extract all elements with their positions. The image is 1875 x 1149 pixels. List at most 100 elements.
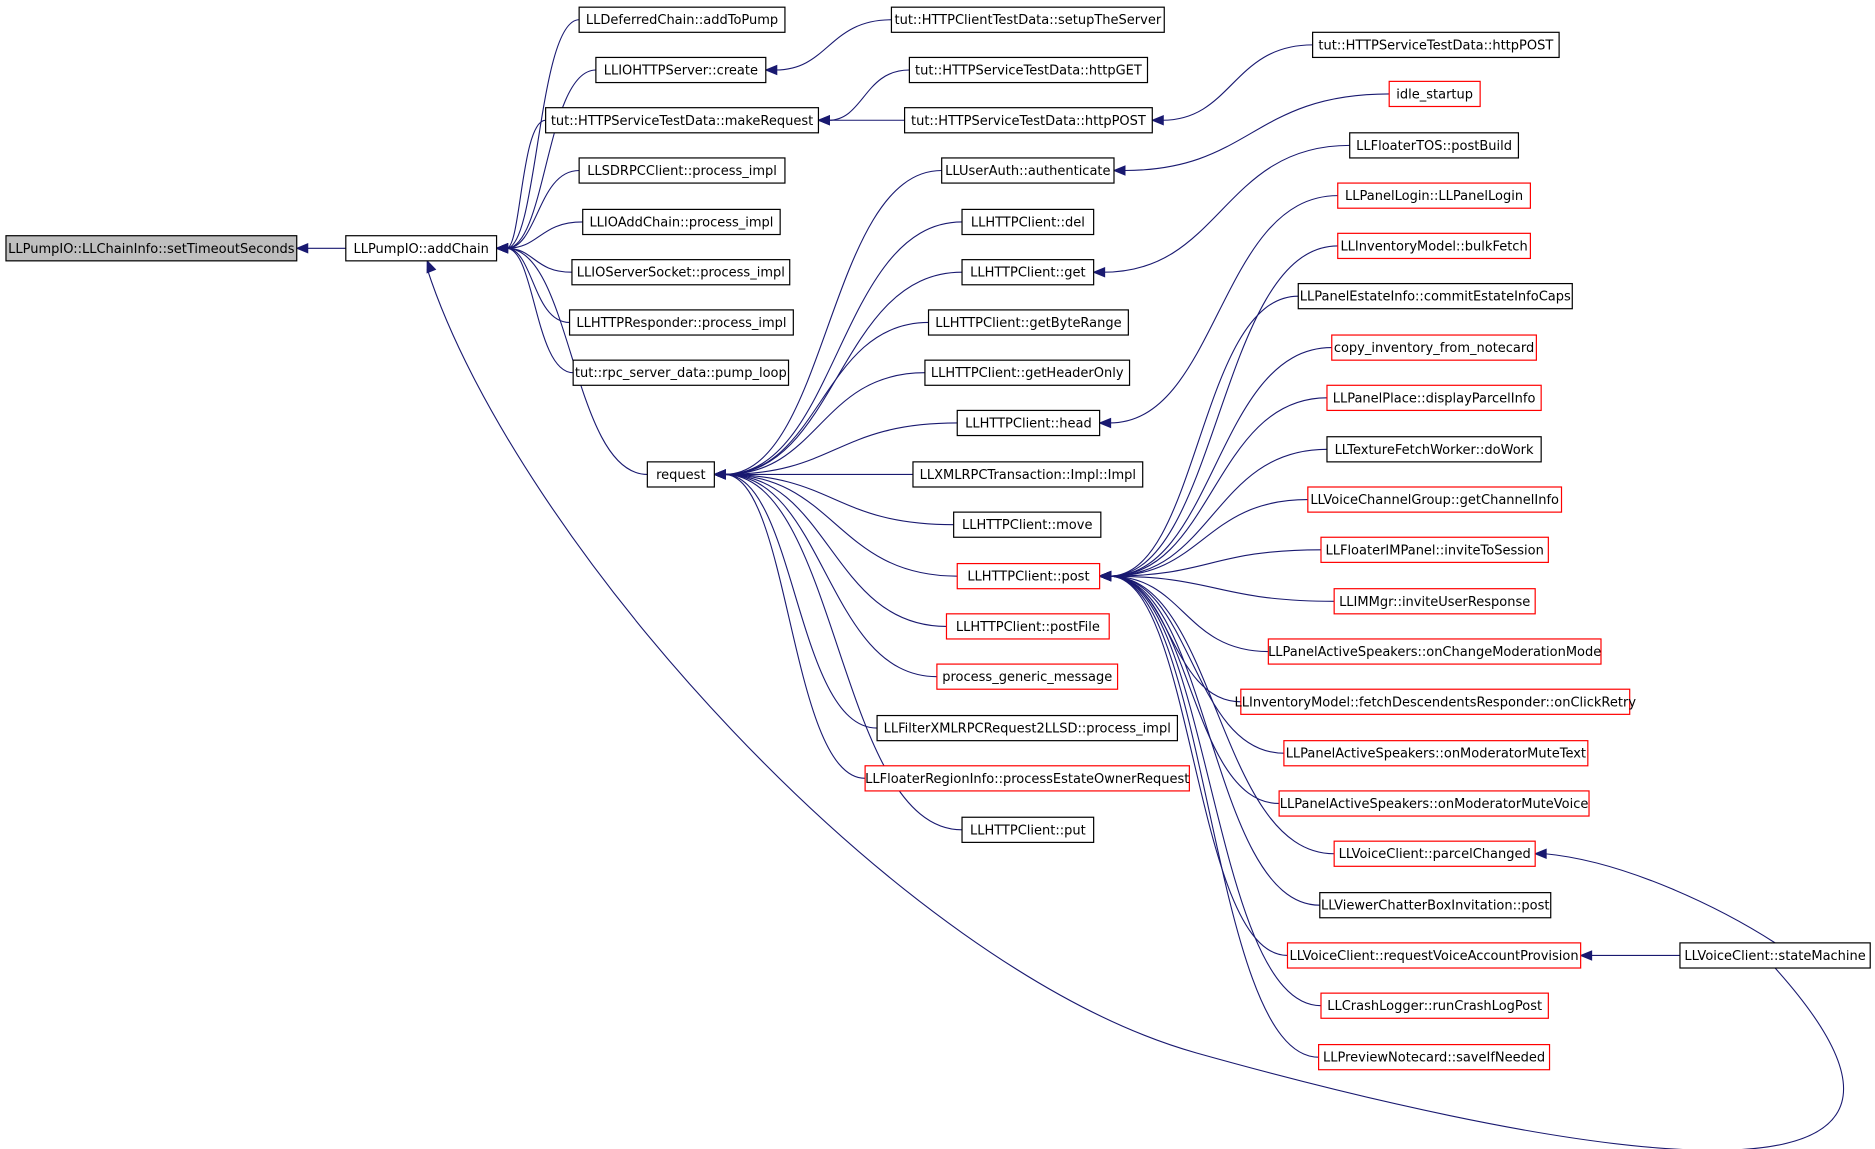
graph-node-httpresp[interactable]: LLHTTPResponder::process_impl xyxy=(568,309,794,336)
call-edge xyxy=(506,247,574,374)
graph-node-statemachine[interactable]: LLVoiceClient::stateMachine xyxy=(1679,942,1871,969)
call-edge xyxy=(1109,575,1288,956)
node-box xyxy=(908,56,1149,84)
node-box xyxy=(578,157,786,184)
call-edge xyxy=(724,473,963,831)
graph-node-head[interactable]: LLHTTPClient::head xyxy=(956,409,1101,437)
graph-node-estateowner[interactable]: LLFloaterRegionInfo::processEstateOwnerR… xyxy=(864,765,1190,792)
arrowhead-icon xyxy=(495,243,509,254)
node-label: LLPanelActiveSpeakers::onChangeModeratio… xyxy=(1268,645,1601,660)
graph-node-clickretry[interactable]: LLInventoryModel::fetchDescendentsRespon… xyxy=(1235,688,1637,715)
graph-node-parcelinfo[interactable]: LLPanelPlace::displayParcelInfo xyxy=(1326,384,1542,412)
graph-node-filterxml[interactable]: LLFilterXMLRPCRequest2LLSD::process_impl xyxy=(876,714,1179,742)
graph-node-postfile[interactable]: LLHTTPClient::postFile xyxy=(945,613,1110,640)
node-label: LLIOHTTPServer::create xyxy=(604,63,758,78)
graph-node-httppost2[interactable]: tut::HTTPServiceTestData::httpPOST xyxy=(1312,31,1560,59)
node-box xyxy=(1326,384,1542,412)
graph-node-crashlog[interactable]: LLCrashLogger::runCrashLogPost xyxy=(1320,992,1549,1019)
graph-node-voiceprov[interactable]: LLVoiceClient::requestVoiceAccountProvis… xyxy=(1286,942,1582,969)
node-label: LLHTTPClient::post xyxy=(967,570,1089,585)
call-edge xyxy=(1109,575,1319,1058)
call-edge xyxy=(1109,245,1338,577)
arrowhead-icon xyxy=(1098,417,1112,429)
graph-node-create[interactable]: LLIOHTTPServer::create xyxy=(595,56,767,84)
node-box xyxy=(953,511,1102,538)
graph-node-put[interactable]: LLHTTPClient::put xyxy=(961,816,1095,843)
node-box xyxy=(1297,282,1573,310)
graph-node-tospostbuild[interactable]: LLFloaterTOS::postBuild xyxy=(1349,132,1520,159)
call-edge xyxy=(506,221,583,249)
call-edge xyxy=(724,422,958,475)
node-box xyxy=(956,409,1101,437)
graph-node-copyinv[interactable]: copy_inventory_from_notecard xyxy=(1331,334,1537,361)
graph-node-dowork[interactable]: LLTextureFetchWorker::doWork xyxy=(1326,436,1542,463)
call-edge xyxy=(1109,549,1322,577)
graph-node-addchain[interactable]: LLPumpIO::addChain xyxy=(345,235,498,262)
node-label: LLFloaterIMPanel::inviteToSession xyxy=(1325,543,1543,558)
graph-node-savenotecard[interactable]: LLPreviewNotecard::saveIfNeeded xyxy=(1318,1043,1551,1071)
call-edge xyxy=(775,19,892,71)
graph-node-authenticate[interactable]: LLUserAuth::authenticate xyxy=(941,157,1115,184)
graph-node-httppost1[interactable]: tut::HTTPServiceTestData::httpPOST xyxy=(903,107,1153,134)
call-edge xyxy=(724,221,963,475)
graph-node-move[interactable]: LLHTTPClient::move xyxy=(953,511,1102,538)
graph-node-mutetext[interactable]: LLPanelActiveSpeakers::onModeratorMuteTe… xyxy=(1283,740,1589,767)
node-box xyxy=(956,562,1101,590)
graph-node-post[interactable]: LLHTTPClient::post xyxy=(956,562,1101,590)
graph-node-channelinfo[interactable]: LLVoiceChannelGroup::getChannelInfo xyxy=(1307,486,1563,513)
node-box xyxy=(1333,840,1536,867)
call-edge xyxy=(1109,195,1338,424)
node-label: LLViewerChatterBoxInvitation::post xyxy=(1321,899,1549,914)
graph-node-ioadd[interactable]: LLIOAddChain::process_impl xyxy=(582,208,781,236)
graph-node-pumploop[interactable]: tut::rpc_server_data::pump_loop xyxy=(572,359,790,386)
node-box xyxy=(1320,992,1549,1019)
graph-node-root[interactable]: LLPumpIO::LLChainInfo::setTimeoutSeconds xyxy=(5,235,298,262)
graph-node-setupserver[interactable]: tut::HTTPClientTestData::setupTheServer xyxy=(890,6,1165,33)
arrowhead-icon xyxy=(1579,950,1593,961)
graph-node-inviteresp[interactable]: LLIMMgr::inviteUserResponse xyxy=(1333,588,1536,615)
node-box xyxy=(1283,740,1589,767)
node-label: LLHTTPResponder::process_impl xyxy=(576,316,786,331)
graph-node-mutevoice[interactable]: LLPanelActiveSpeakers::onModeratorMuteVo… xyxy=(1278,790,1590,817)
graph-node-request[interactable]: request xyxy=(646,461,715,488)
graph-node-invitesession[interactable]: LLFloaterIMPanel::inviteToSession xyxy=(1320,536,1549,563)
node-box xyxy=(1318,1043,1551,1071)
graph-node-httpget[interactable]: tut::HTTPServiceTestData::httpGET xyxy=(908,56,1149,84)
call-edge xyxy=(1109,397,1327,577)
graph-node-panellogin[interactable]: LLPanelLogin::LLPanelLogin xyxy=(1337,182,1531,209)
graph-node-bulkfetch[interactable]: LLInventoryModel::bulkFetch xyxy=(1337,232,1531,260)
node-label: LLVoiceClient::requestVoiceAccountProvis… xyxy=(1290,949,1579,964)
graph-node-makerequest[interactable]: tut::HTTPServiceTestData::makeRequest xyxy=(545,107,820,134)
node-box xyxy=(945,613,1110,640)
node-label: LLHTTPClient::getHeaderOnly xyxy=(931,366,1124,381)
graph-node-idlestartup[interactable]: idle_startup xyxy=(1388,80,1481,108)
node-label: LLPanelEstateInfo::commitEstateInfoCaps xyxy=(1300,290,1571,305)
node-label: LLPumpIO::LLChainInfo::setTimeoutSeconds xyxy=(8,242,295,257)
graph-node-getheaderonly[interactable]: LLHTTPClient::getHeaderOnly xyxy=(924,359,1131,386)
graph-node-addtopump[interactable]: LLDeferredChain::addToPump xyxy=(578,6,786,33)
graph-node-xmlrpcimpl[interactable]: LLXMLRPCTransaction::Impl::Impl xyxy=(912,461,1144,488)
node-box xyxy=(924,359,1131,386)
graph-node-chatterpost[interactable]: LLViewerChatterBoxInvitation::post xyxy=(1319,892,1552,919)
node-box xyxy=(1312,31,1560,59)
graph-node-sdrpc[interactable]: LLSDRPCClient::process_impl xyxy=(578,157,786,184)
graph-node-get[interactable]: LLHTTPClient::get xyxy=(961,259,1095,286)
graph-node-del[interactable]: LLHTTPClient::del xyxy=(961,208,1095,236)
node-box xyxy=(1333,588,1536,615)
graph-node-pgm[interactable]: process_generic_message xyxy=(936,663,1119,690)
call-edge xyxy=(506,247,570,324)
graph-node-getbyterange[interactable]: LLHTTPClient::getByteRange xyxy=(927,309,1129,336)
graph-node-ioserver[interactable]: LLIOServerSocket::process_impl xyxy=(571,259,791,286)
graph-edges xyxy=(295,19,1844,1149)
node-box xyxy=(1388,80,1481,108)
node-label: LLXMLRPCTransaction::Impl::Impl xyxy=(920,468,1136,483)
node-label: LLHTTPClient::get xyxy=(970,266,1086,281)
graph-node-parcelchanged[interactable]: LLVoiceClient::parcelChanged xyxy=(1333,840,1536,867)
graph-node-estatecaps[interactable]: LLPanelEstateInfo::commitEstateInfoCaps xyxy=(1297,282,1573,310)
node-label: LLHTTPClient::postFile xyxy=(956,620,1100,635)
call-edge xyxy=(1123,93,1390,172)
node-label: request xyxy=(656,468,705,483)
graph-node-moderation[interactable]: LLPanelActiveSpeakers::onChangeModeratio… xyxy=(1267,638,1602,665)
node-box xyxy=(1240,688,1631,715)
node-box xyxy=(1286,942,1582,969)
